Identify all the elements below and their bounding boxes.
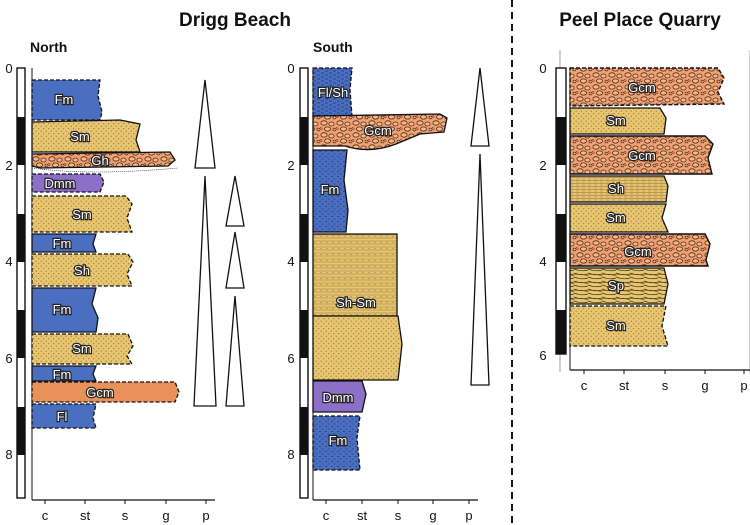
south-depth-4: 4 bbox=[287, 254, 294, 269]
north-unit-dmm-label: Dmm bbox=[44, 176, 75, 191]
south-unit-gcm bbox=[312, 113, 448, 151]
peel-unit-gcm-3 bbox=[569, 233, 711, 267]
peel-depth-2: 2 bbox=[539, 158, 546, 173]
south-unit-shsm-label: Sh-Sm bbox=[336, 295, 376, 310]
peel-unit-gcm-2-label: Gcm bbox=[628, 148, 655, 163]
peel-depth-4: 4 bbox=[539, 254, 546, 269]
north-trend-triangle-5 bbox=[225, 295, 245, 407]
north-unit-sh bbox=[31, 253, 134, 287]
south-unit-fm-1-label: Fm bbox=[321, 182, 340, 197]
north-unit-fm-2-label: Fm bbox=[53, 236, 72, 251]
peel-unit-sm-2-label: Sm bbox=[606, 210, 626, 225]
south-grain-s: s bbox=[395, 508, 402, 523]
south-unit-flsh bbox=[312, 67, 353, 117]
peel-unit-gcm-2 bbox=[569, 135, 714, 175]
peel-unit-sm-2 bbox=[569, 203, 669, 233]
north-unit-sh-label: Sh bbox=[74, 263, 90, 278]
north-unit-sm-1-label: Sm bbox=[70, 129, 90, 144]
south-unit-gcm-label: Gcm bbox=[364, 123, 391, 138]
peel-grain-c: c bbox=[581, 378, 588, 393]
north-depth-0: 0 bbox=[5, 61, 12, 76]
peel-grain-st: st bbox=[619, 378, 630, 393]
north-trend-triangle-3 bbox=[225, 175, 245, 227]
peel-unit-sp bbox=[569, 267, 669, 305]
south-grain-p: p bbox=[465, 508, 472, 523]
subtitle-north: North bbox=[30, 39, 67, 55]
peel-depth-0: 0 bbox=[539, 61, 546, 76]
north-unit-fm-4 bbox=[31, 365, 97, 382]
north-unit-gcm bbox=[31, 381, 180, 403]
south-unit-fm-2 bbox=[312, 415, 361, 471]
peel-unit-sm-3 bbox=[569, 305, 669, 347]
north-unit-fl-label: Fl bbox=[57, 409, 68, 424]
north-unit-fm-1 bbox=[31, 79, 103, 121]
north-unit-sm-3 bbox=[31, 333, 134, 365]
south-depth-2: 2 bbox=[287, 158, 294, 173]
south-grain-g: g bbox=[429, 508, 436, 523]
peel-grain-s: s bbox=[662, 378, 669, 393]
north-log: 0 2 4 6 8 c st s g p Fm Sm Gh Dmm Sm bbox=[5, 61, 245, 523]
north-unit-fl bbox=[31, 403, 97, 429]
south-unit-fm-1 bbox=[312, 149, 349, 233]
north-unit-sm-2 bbox=[31, 195, 133, 233]
north-unit-fm-4-label: Fm bbox=[53, 367, 72, 382]
north-unit-sm-2-label: Sm bbox=[72, 207, 92, 222]
north-unit-dmm bbox=[31, 173, 105, 193]
peel-unit-sh-label: Sh bbox=[608, 181, 624, 196]
north-depth-4: 4 bbox=[5, 254, 12, 269]
south-grain-c: c bbox=[323, 508, 330, 523]
north-unit-gh-label: Gh bbox=[91, 153, 108, 168]
north-depth-8: 8 bbox=[5, 447, 12, 462]
north-trend-triangle-1 bbox=[194, 79, 216, 169]
south-unit-shsm-bottom bbox=[312, 315, 403, 381]
north-unit-sm-1 bbox=[31, 119, 141, 153]
south-depth-6: 6 bbox=[287, 351, 294, 366]
peel-unit-sh bbox=[569, 175, 669, 203]
south-trend-triangle-1 bbox=[470, 67, 490, 147]
north-grain-g: g bbox=[162, 508, 169, 523]
south-depth-8: 8 bbox=[287, 447, 294, 462]
south-grain-st: st bbox=[357, 508, 368, 523]
north-grain-st: st bbox=[80, 508, 91, 523]
peel-unit-gcm-1-label: Gcm bbox=[628, 80, 655, 95]
peel-unit-sm-3-label: Sm bbox=[606, 318, 626, 333]
south-scale-bar bbox=[299, 67, 309, 499]
north-unit-gcm-label: Gcm bbox=[86, 385, 113, 400]
south-depth-0: 0 bbox=[287, 61, 294, 76]
peel-unit-sp-label: Sp bbox=[608, 278, 624, 293]
north-unit-sm-3-label: Sm bbox=[72, 341, 92, 356]
north-grain-c: c bbox=[42, 508, 49, 523]
north-unit-fm-3-label: Fm bbox=[53, 302, 72, 317]
peel-unit-gcm-3-label: Gcm bbox=[624, 244, 651, 259]
north-depth-2: 2 bbox=[5, 158, 12, 173]
peel-grain-g: g bbox=[701, 378, 708, 393]
peel-depth-6: 6 bbox=[539, 348, 546, 363]
north-grain-p: p bbox=[202, 508, 209, 523]
south-unit-fm-2-label: Fm bbox=[329, 433, 348, 448]
south-unit-flsh-label: Fl/Sh bbox=[318, 85, 348, 100]
north-unit-gh bbox=[31, 151, 176, 169]
north-unit-fm-1-label: Fm bbox=[55, 92, 74, 107]
peel-unit-sm-1 bbox=[569, 107, 667, 135]
peel-log: 0 2 4 6 c st s g p Gcm Sm Gcm Sh Sm Gcm … bbox=[539, 61, 750, 393]
peel-grain-p: p bbox=[740, 378, 747, 393]
peel-unit-gcm-1 bbox=[569, 67, 726, 107]
south-trend-triangle-2 bbox=[470, 153, 490, 386]
north-scale-bar bbox=[16, 67, 26, 499]
peel-unit-sm-1-label: Sm bbox=[606, 113, 626, 128]
north-trend-triangle-4 bbox=[225, 231, 245, 289]
north-depth-6: 6 bbox=[5, 351, 12, 366]
title-drigg-beach: Drigg Beach bbox=[179, 10, 291, 31]
north-unit-fm-2 bbox=[31, 233, 97, 253]
subtitle-south: South bbox=[313, 39, 353, 55]
title-peel-place: Peel Place Quarry bbox=[559, 10, 721, 31]
north-grain-s: s bbox=[122, 508, 129, 523]
south-unit-dmm-label: Dmm bbox=[322, 390, 353, 405]
north-unit-fm-3 bbox=[31, 287, 99, 333]
south-unit-dmm bbox=[312, 380, 367, 413]
south-log: 0 2 4 6 8 c st s g p Fl/Sh Gcm Fm Sh-Sm … bbox=[287, 61, 490, 523]
north-trend-triangle-2 bbox=[193, 175, 217, 407]
